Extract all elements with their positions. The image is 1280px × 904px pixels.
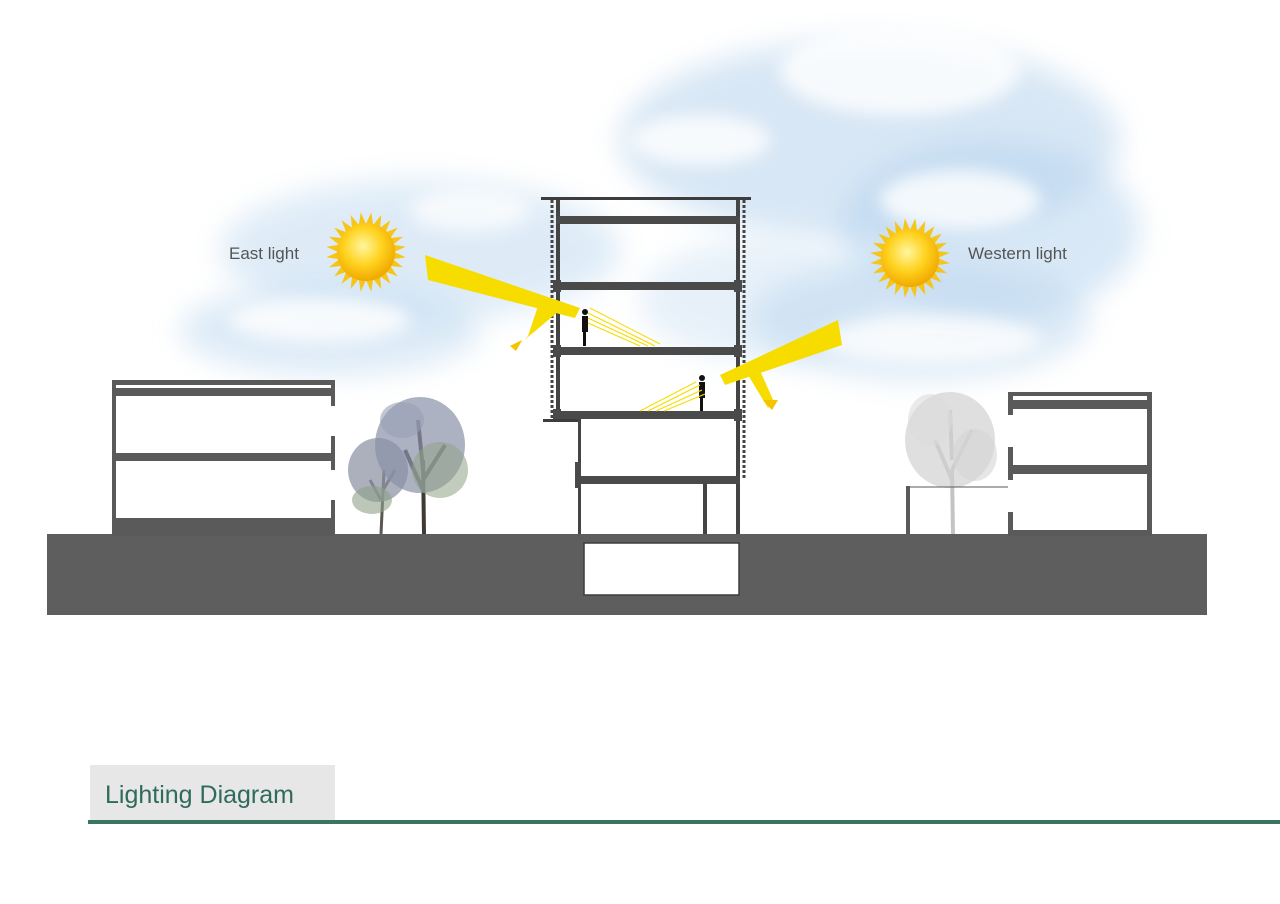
person-upper bbox=[582, 309, 588, 346]
title-panel: Lighting Diagram bbox=[90, 765, 335, 822]
basement bbox=[583, 542, 740, 596]
east-light-beam bbox=[425, 255, 661, 351]
right-building bbox=[1008, 392, 1152, 536]
left-building bbox=[112, 380, 335, 536]
title-underline bbox=[88, 820, 1280, 824]
sun-icon bbox=[870, 218, 950, 298]
site-fence bbox=[906, 486, 1010, 534]
sun-icon bbox=[326, 212, 406, 292]
western-light-label: Western light bbox=[968, 244, 1067, 263]
sky-clouds bbox=[180, 25, 1140, 380]
page-title: Lighting Diagram bbox=[105, 781, 294, 809]
east-light-label: East light bbox=[229, 244, 299, 263]
left-trees bbox=[348, 397, 468, 535]
west-light-beam bbox=[639, 320, 842, 412]
right-tree bbox=[905, 392, 997, 535]
person-lower bbox=[699, 375, 705, 411]
